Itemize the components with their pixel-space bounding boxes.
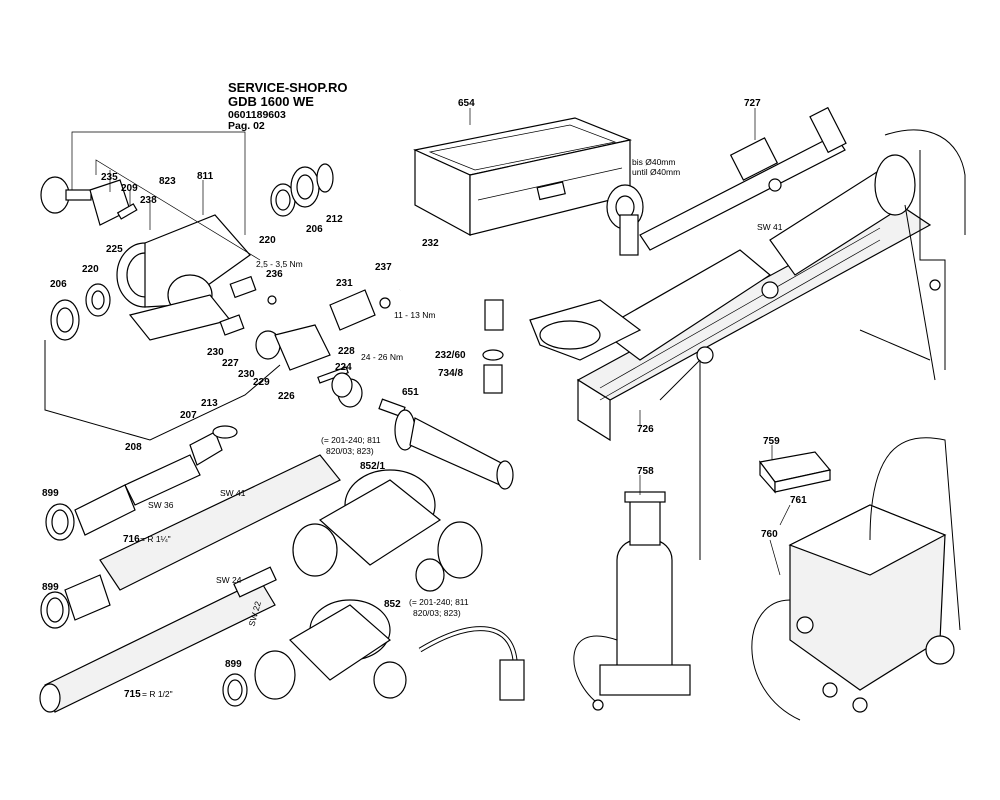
label-760: 760 — [761, 529, 778, 540]
label-811: 811 — [197, 171, 214, 182]
note-852-1-a: (= 201-240; 811 — [321, 435, 381, 445]
label-235: 235 — [101, 172, 118, 183]
label-238: 238 — [140, 195, 157, 206]
tube-parts-drawing — [39, 425, 525, 713]
label-220a: 220 — [82, 264, 99, 275]
note-until: until Ø40mm — [632, 167, 680, 177]
label-206b: 206 — [306, 224, 323, 235]
label-726: 726 — [637, 424, 654, 435]
note-sw41-tube: SW 41 — [220, 488, 246, 498]
motor-parts-drawing — [40, 163, 514, 490]
label-229: 229 — [253, 377, 270, 388]
label-206a: 206 — [50, 279, 67, 290]
note-torque-237: 11 - 13 Nm — [394, 310, 435, 320]
label-228: 228 — [338, 346, 355, 357]
notes: bis Ø40mm until Ø40mm SW 41 2,5 - 3,5 Nm… — [140, 157, 783, 699]
label-220b: 220 — [259, 235, 276, 246]
note-r12: = R 1/2" — [142, 689, 173, 699]
part-labels: 654 727 235 209 823 811 238 225 220 206 … — [42, 98, 807, 700]
label-654: 654 — [458, 98, 475, 109]
drill-stand-drawing — [529, 106, 966, 560]
label-230a: 230 — [207, 347, 224, 358]
note-sw36: SW 36 — [148, 500, 174, 510]
model-name: GDB 1600 WE — [228, 94, 314, 109]
label-727: 727 — [744, 98, 761, 109]
leader-lines — [71, 108, 791, 576]
note-852-b: 820/03; 823) — [413, 608, 461, 618]
label-225: 225 — [106, 244, 123, 255]
label-758: 758 — [637, 466, 654, 477]
label-230b: 230 — [238, 369, 255, 380]
label-237: 237 — [375, 262, 392, 273]
label-232-60: 232/60 — [435, 350, 466, 361]
label-224: 224 — [335, 362, 352, 373]
note-bis: bis Ø40mm — [632, 157, 675, 167]
vacuum-drawing — [751, 437, 961, 721]
note-torque-224: 24 - 26 Nm — [361, 352, 403, 362]
label-899c: 899 — [225, 659, 242, 670]
header-block: SERVICE-SHOP.RO GDB 1600 WE 0601189603 P… — [228, 80, 347, 132]
label-226: 226 — [278, 391, 295, 402]
note-sw41-top: SW 41 — [757, 222, 783, 232]
label-734-8: 734/8 — [438, 368, 463, 379]
label-209: 209 — [121, 183, 138, 194]
label-852-1: 852/1 — [360, 461, 385, 472]
article-number: 0601189603 — [228, 109, 286, 121]
label-207: 207 — [180, 410, 197, 421]
note-r114: = R 1¼" — [140, 534, 171, 544]
page-number: Pag. 02 — [228, 120, 265, 132]
label-852: 852 — [384, 599, 401, 610]
note-torque-236: 2,5 - 3,5 Nm — [256, 259, 303, 269]
label-899a: 899 — [42, 488, 59, 499]
label-651: 651 — [402, 387, 419, 398]
label-231: 231 — [336, 278, 353, 289]
label-232: 232 — [422, 238, 439, 249]
note-sw24: SW 24 — [216, 575, 242, 585]
label-759: 759 — [763, 436, 780, 447]
label-213: 213 — [201, 398, 218, 409]
shop-name: SERVICE-SHOP.RO — [228, 80, 347, 95]
label-227: 227 — [222, 358, 239, 369]
label-212: 212 — [326, 214, 343, 225]
label-236: 236 — [266, 269, 283, 280]
note-852-a: (= 201-240; 811 — [409, 597, 469, 607]
label-899b: 899 — [42, 582, 59, 593]
label-823: 823 — [159, 176, 176, 187]
label-715: 715 — [124, 689, 141, 700]
case-drawing — [413, 117, 633, 237]
label-208: 208 — [125, 442, 142, 453]
water-tank-drawing — [573, 491, 691, 711]
note-852-1-b: 820/03; 823) — [326, 446, 374, 456]
label-761: 761 — [790, 495, 807, 506]
label-716: 716 — [123, 534, 140, 545]
